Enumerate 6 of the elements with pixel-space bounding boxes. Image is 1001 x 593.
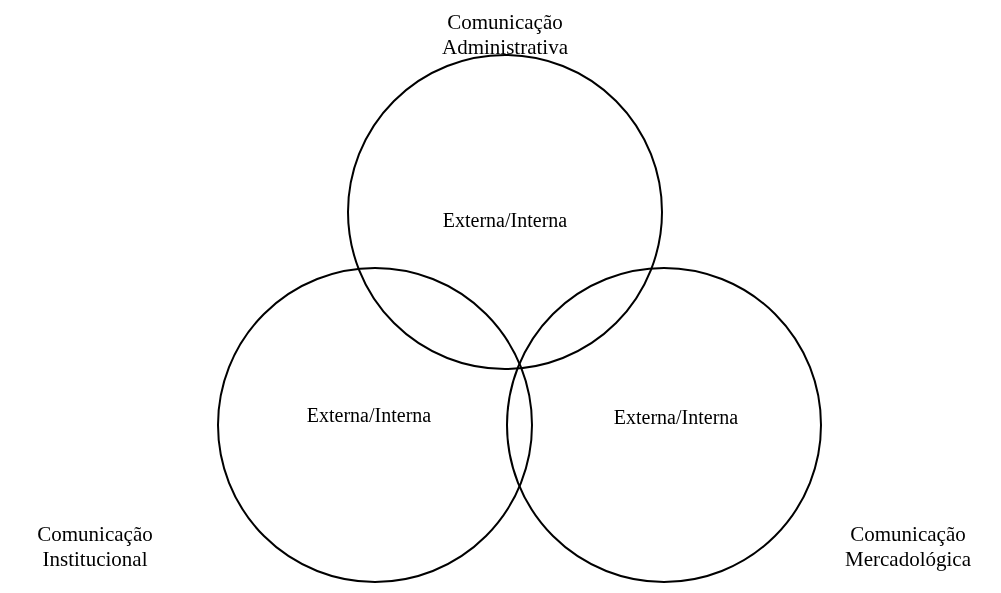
circle-label: Externa/Interna xyxy=(613,405,739,429)
circle-label: Externa/Interna xyxy=(442,208,568,232)
set-title: Comunicação Mercadológica xyxy=(844,522,972,572)
circle-label: Externa/Interna xyxy=(306,403,432,427)
set-title: Comunicação Administrativa xyxy=(441,10,569,60)
set-title: Comunicação Institucional xyxy=(36,522,154,572)
